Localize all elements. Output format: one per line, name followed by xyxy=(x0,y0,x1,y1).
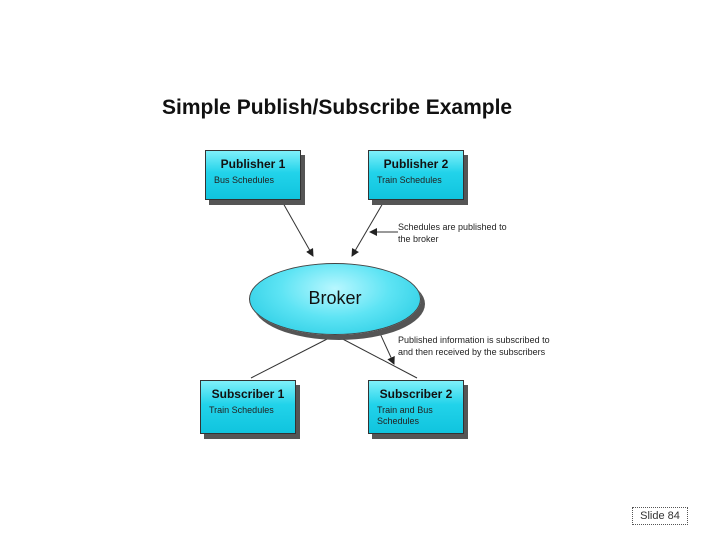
publisher-1-desc: Bus Schedules xyxy=(214,175,275,185)
slide-title: Simple Publish/Subscribe Example xyxy=(162,96,513,119)
line-broker-to-subscriber-1 xyxy=(250,334,336,379)
publisher-2-box: Publisher 2 Train Schedules xyxy=(368,150,464,200)
subscriber-1-box: Subscriber 1 Train Schedules xyxy=(200,380,296,434)
broker-label: Broker xyxy=(308,288,362,308)
broker-ellipse: Broker xyxy=(249,263,421,335)
publisher-1-name: Publisher 1 xyxy=(220,157,286,171)
subscriber-2-box: Subscriber 2 Train and Bus Schedules xyxy=(368,380,464,434)
note-subscribe: Published information is subscribed to a… xyxy=(398,335,550,357)
arrow-publisher-1-to-broker xyxy=(282,202,314,257)
publisher-1-box: Publisher 1 Bus Schedules xyxy=(205,150,301,200)
slide-number: Slide 84 xyxy=(632,507,688,525)
subscriber-2-name: Subscriber 2 xyxy=(379,387,453,401)
publisher-2-desc: Train Schedules xyxy=(377,175,442,185)
note-publish: Schedules are published to the broker xyxy=(398,222,507,244)
subscriber-1-name: Subscriber 1 xyxy=(211,387,285,401)
subscriber-2-desc: Train and Bus Schedules xyxy=(377,405,433,426)
subscriber-1-desc: Train Schedules xyxy=(209,405,274,415)
line-broker-to-subscriber-2 xyxy=(334,334,418,379)
arrow-publisher-2-to-broker xyxy=(351,202,384,257)
publisher-2-name: Publisher 2 xyxy=(383,157,449,171)
